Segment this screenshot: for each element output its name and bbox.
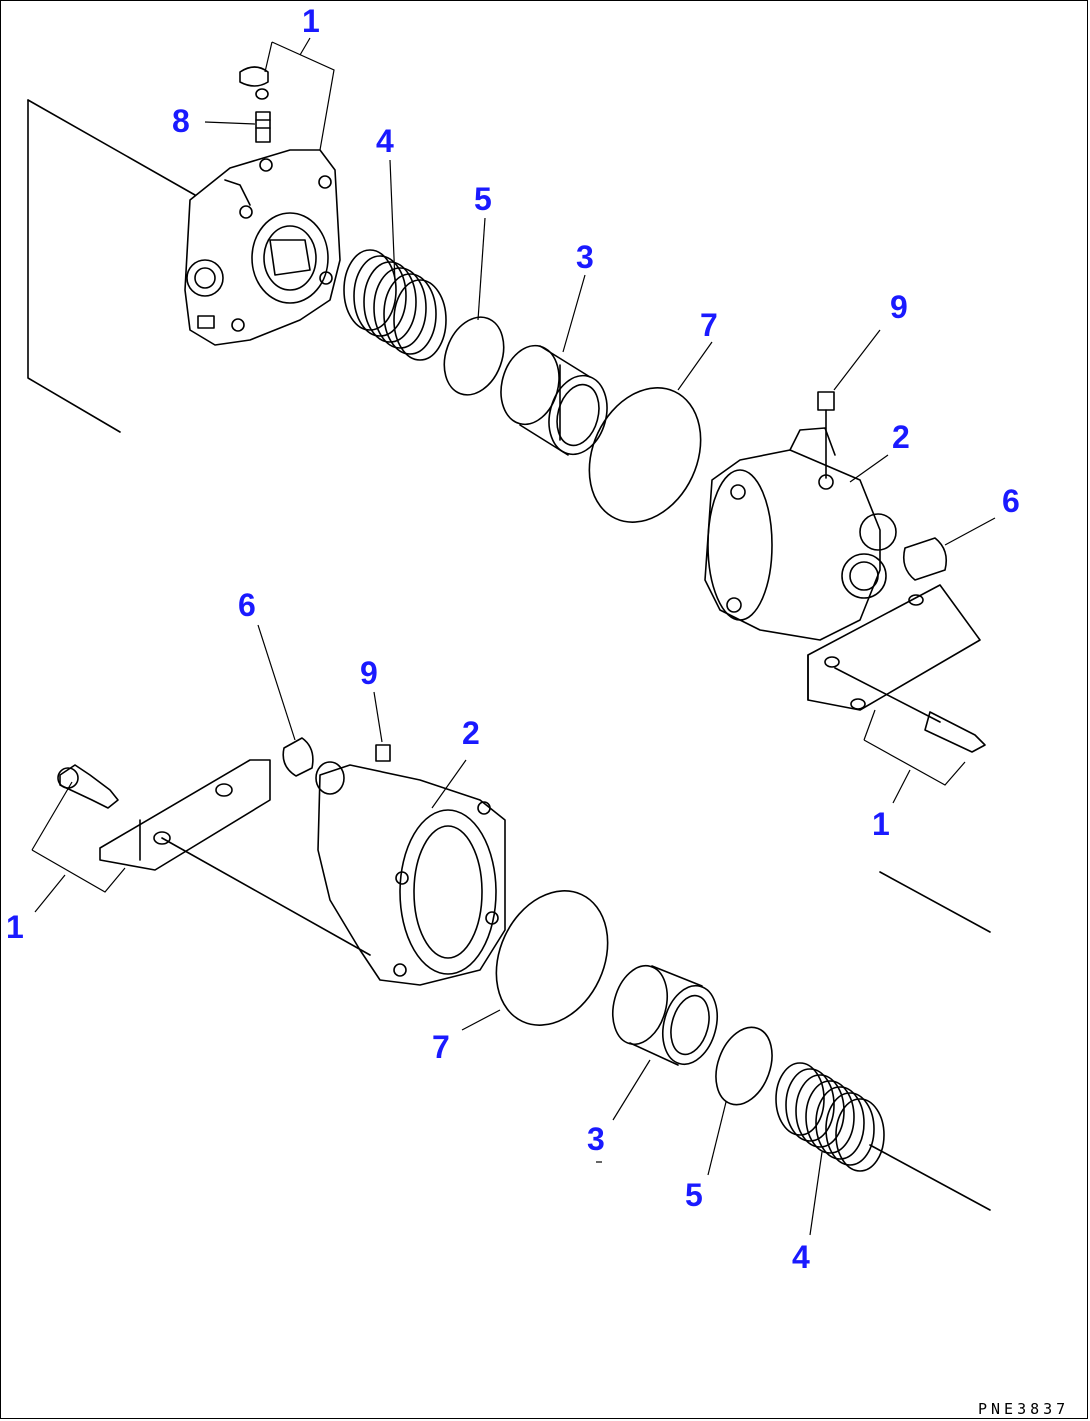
callout-leader xyxy=(477,217,486,321)
callout-number: 1 xyxy=(872,806,890,842)
callout-number: 6 xyxy=(238,587,256,623)
callout-leader xyxy=(31,781,73,851)
callout-leader xyxy=(863,709,876,741)
callout-leader xyxy=(707,1101,727,1176)
callout-number: 4 xyxy=(792,1239,810,1275)
callout-number: 7 xyxy=(432,1029,450,1065)
callout-bracket-upper xyxy=(271,41,335,151)
callout-number: 7 xyxy=(700,307,718,343)
callout-number: 9 xyxy=(890,289,908,325)
upper-cap xyxy=(902,537,948,581)
upper-bolt xyxy=(834,667,986,753)
lower-small-o-ring xyxy=(715,1026,773,1106)
upper-bushing xyxy=(500,344,608,456)
upper-plug xyxy=(817,391,835,479)
callout-leader xyxy=(809,1151,823,1236)
callout-leader xyxy=(677,341,713,391)
callout-leader xyxy=(257,624,296,741)
callout-leader xyxy=(461,1009,501,1031)
callout-number: 2 xyxy=(462,715,480,751)
lower-axis-lines xyxy=(869,871,991,1211)
callout-leader xyxy=(373,691,383,743)
callout-leader xyxy=(34,874,66,913)
lower-cover-housing xyxy=(315,761,506,986)
drawing-code: PNE3837 xyxy=(978,1400,1069,1418)
callout-number: 8 xyxy=(172,103,190,139)
callout-leader xyxy=(431,759,467,809)
callout-number: 5 xyxy=(685,1177,703,1213)
lower-cap xyxy=(282,737,314,777)
callout-number: 5 xyxy=(474,181,492,217)
upper-large-o-ring xyxy=(588,387,702,523)
callout-leader xyxy=(562,274,586,353)
callout-bracket-lower-left xyxy=(31,849,126,893)
callout-number: 2 xyxy=(892,419,910,455)
upper-small-o-ring xyxy=(443,316,505,396)
callout-number: 6 xyxy=(1002,483,1020,519)
callout-leader xyxy=(264,41,273,73)
callout-number: 1 xyxy=(6,909,24,945)
callout-number: 3 xyxy=(576,239,594,275)
lower-bushing xyxy=(612,964,718,1066)
callout-leader xyxy=(833,329,881,391)
callout-leader xyxy=(612,1059,651,1121)
callout-leader xyxy=(389,159,396,283)
callout-number: 4 xyxy=(376,123,394,159)
upper-bracket xyxy=(807,584,981,711)
upper-cover-housing xyxy=(704,427,897,641)
upper-pump-body xyxy=(184,149,341,346)
callout-number: 1 xyxy=(302,3,320,39)
upper-axis-lines xyxy=(27,99,196,433)
upper-fitting xyxy=(239,66,271,143)
lower-bolt xyxy=(57,764,119,809)
lower-plug xyxy=(375,744,391,762)
callout-leader xyxy=(204,121,256,125)
callout-leader xyxy=(892,769,911,804)
lower-spring xyxy=(775,1062,885,1172)
callout-leader xyxy=(299,37,311,56)
callout-leader xyxy=(849,454,889,483)
callout-number: 3 xyxy=(587,1121,605,1157)
upper-spring xyxy=(343,249,447,361)
callout-leader xyxy=(944,517,996,546)
callout-bracket-upper-right xyxy=(863,739,966,786)
lower-bracket xyxy=(99,759,371,956)
lower-large-o-ring xyxy=(495,890,609,1026)
callout-number: 9 xyxy=(360,655,378,691)
